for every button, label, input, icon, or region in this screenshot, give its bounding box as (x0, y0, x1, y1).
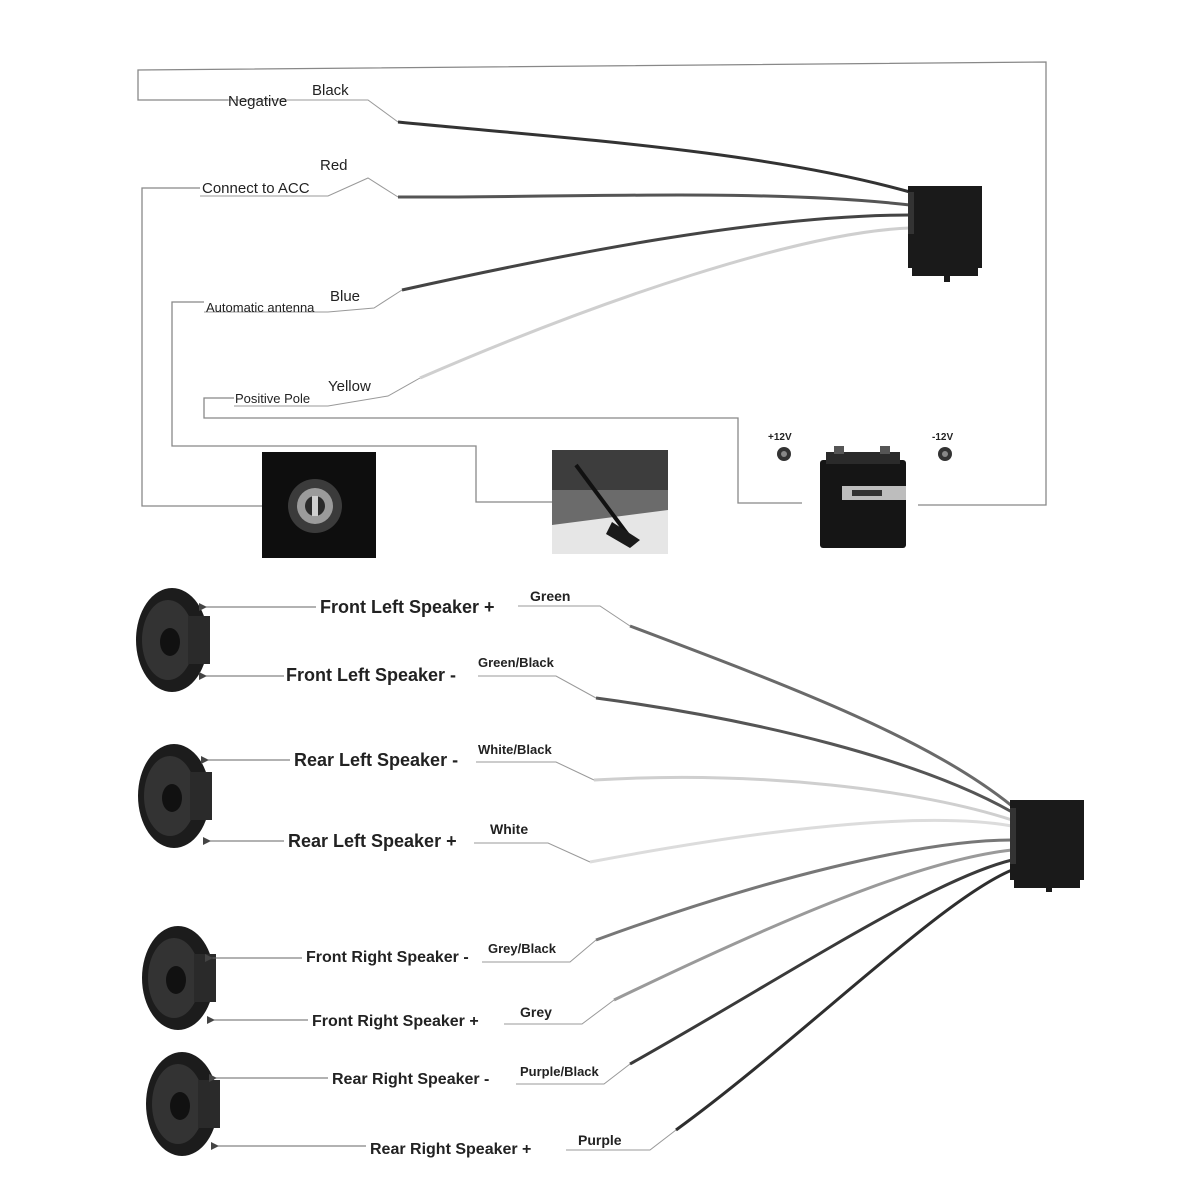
front-left-minus-label: Front Left Speaker - (286, 665, 456, 685)
wire-red (397, 193, 911, 207)
wire-purple-black (629, 858, 1013, 1066)
antenna-label: Automatic antenna (206, 300, 315, 315)
wire-black (397, 120, 911, 194)
front-right-minus-label: Front Right Speaker - (306, 949, 469, 966)
rear-left-speaker-icon (138, 744, 212, 848)
purple-wire-label: Purple (578, 1132, 622, 1148)
negative-outline (137, 61, 1047, 506)
wire-white (589, 818, 1013, 864)
yellow-wire-label: Yellow (328, 378, 371, 395)
acc-label: Connect to ACC (202, 180, 310, 197)
antenna-outline (171, 301, 552, 503)
wire-green (629, 624, 1013, 808)
speaker-connector (1010, 800, 1084, 892)
power-connector (908, 186, 982, 282)
positive-label: Positive Pole (235, 391, 310, 406)
wire-grey-black (595, 838, 1013, 942)
rear-left-plus-label: Rear Left Speaker + (288, 831, 457, 851)
wire-white-black (593, 775, 1013, 822)
purple-black-wire-label: Purple/Black (520, 1064, 600, 1079)
ignition-switch-image (262, 452, 376, 558)
battery-image (820, 446, 906, 548)
positive-outline (203, 397, 802, 504)
wire-green-black (595, 696, 1013, 814)
negative-label: Negative (228, 93, 287, 110)
plus-12v-label: +12V (768, 432, 792, 443)
front-left-plus-label: Front Left Speaker + (320, 597, 495, 617)
rear-right-speaker-icon (146, 1052, 220, 1156)
rear-left-minus-label: Rear Left Speaker - (294, 750, 458, 770)
wire-yellow (419, 226, 911, 380)
white-wire-label: White (490, 821, 528, 837)
rear-right-plus-label: Rear Right Speaker + (370, 1141, 531, 1158)
grey-wire-label: Grey (520, 1004, 552, 1020)
green-wire-label: Green (530, 588, 570, 604)
speaker-arrows (199, 603, 366, 1150)
front-left-speaker-icon (136, 588, 210, 692)
wire-grey (613, 848, 1013, 1002)
green-black-wire-label: Green/Black (478, 655, 555, 670)
front-right-plus-label: Front Right Speaker + (312, 1013, 479, 1030)
wire-blue (401, 213, 911, 292)
minus-terminal-icon (938, 447, 952, 461)
white-black-wire-label: White/Black (478, 742, 552, 757)
car-antenna-image (552, 450, 668, 554)
grey-black-wire-label: Grey/Black (488, 941, 557, 956)
blue-wire-label: Blue (330, 288, 360, 305)
rear-right-minus-label: Rear Right Speaker - (332, 1071, 489, 1088)
black-wire-label: Black (312, 82, 349, 99)
minus-12v-label: -12V (932, 432, 953, 443)
red-wire-label: Red (320, 157, 348, 174)
wire-purple (675, 868, 1013, 1132)
acc-outline (141, 187, 262, 507)
plus-terminal-icon (777, 447, 791, 461)
front-right-speaker-icon (142, 926, 216, 1030)
